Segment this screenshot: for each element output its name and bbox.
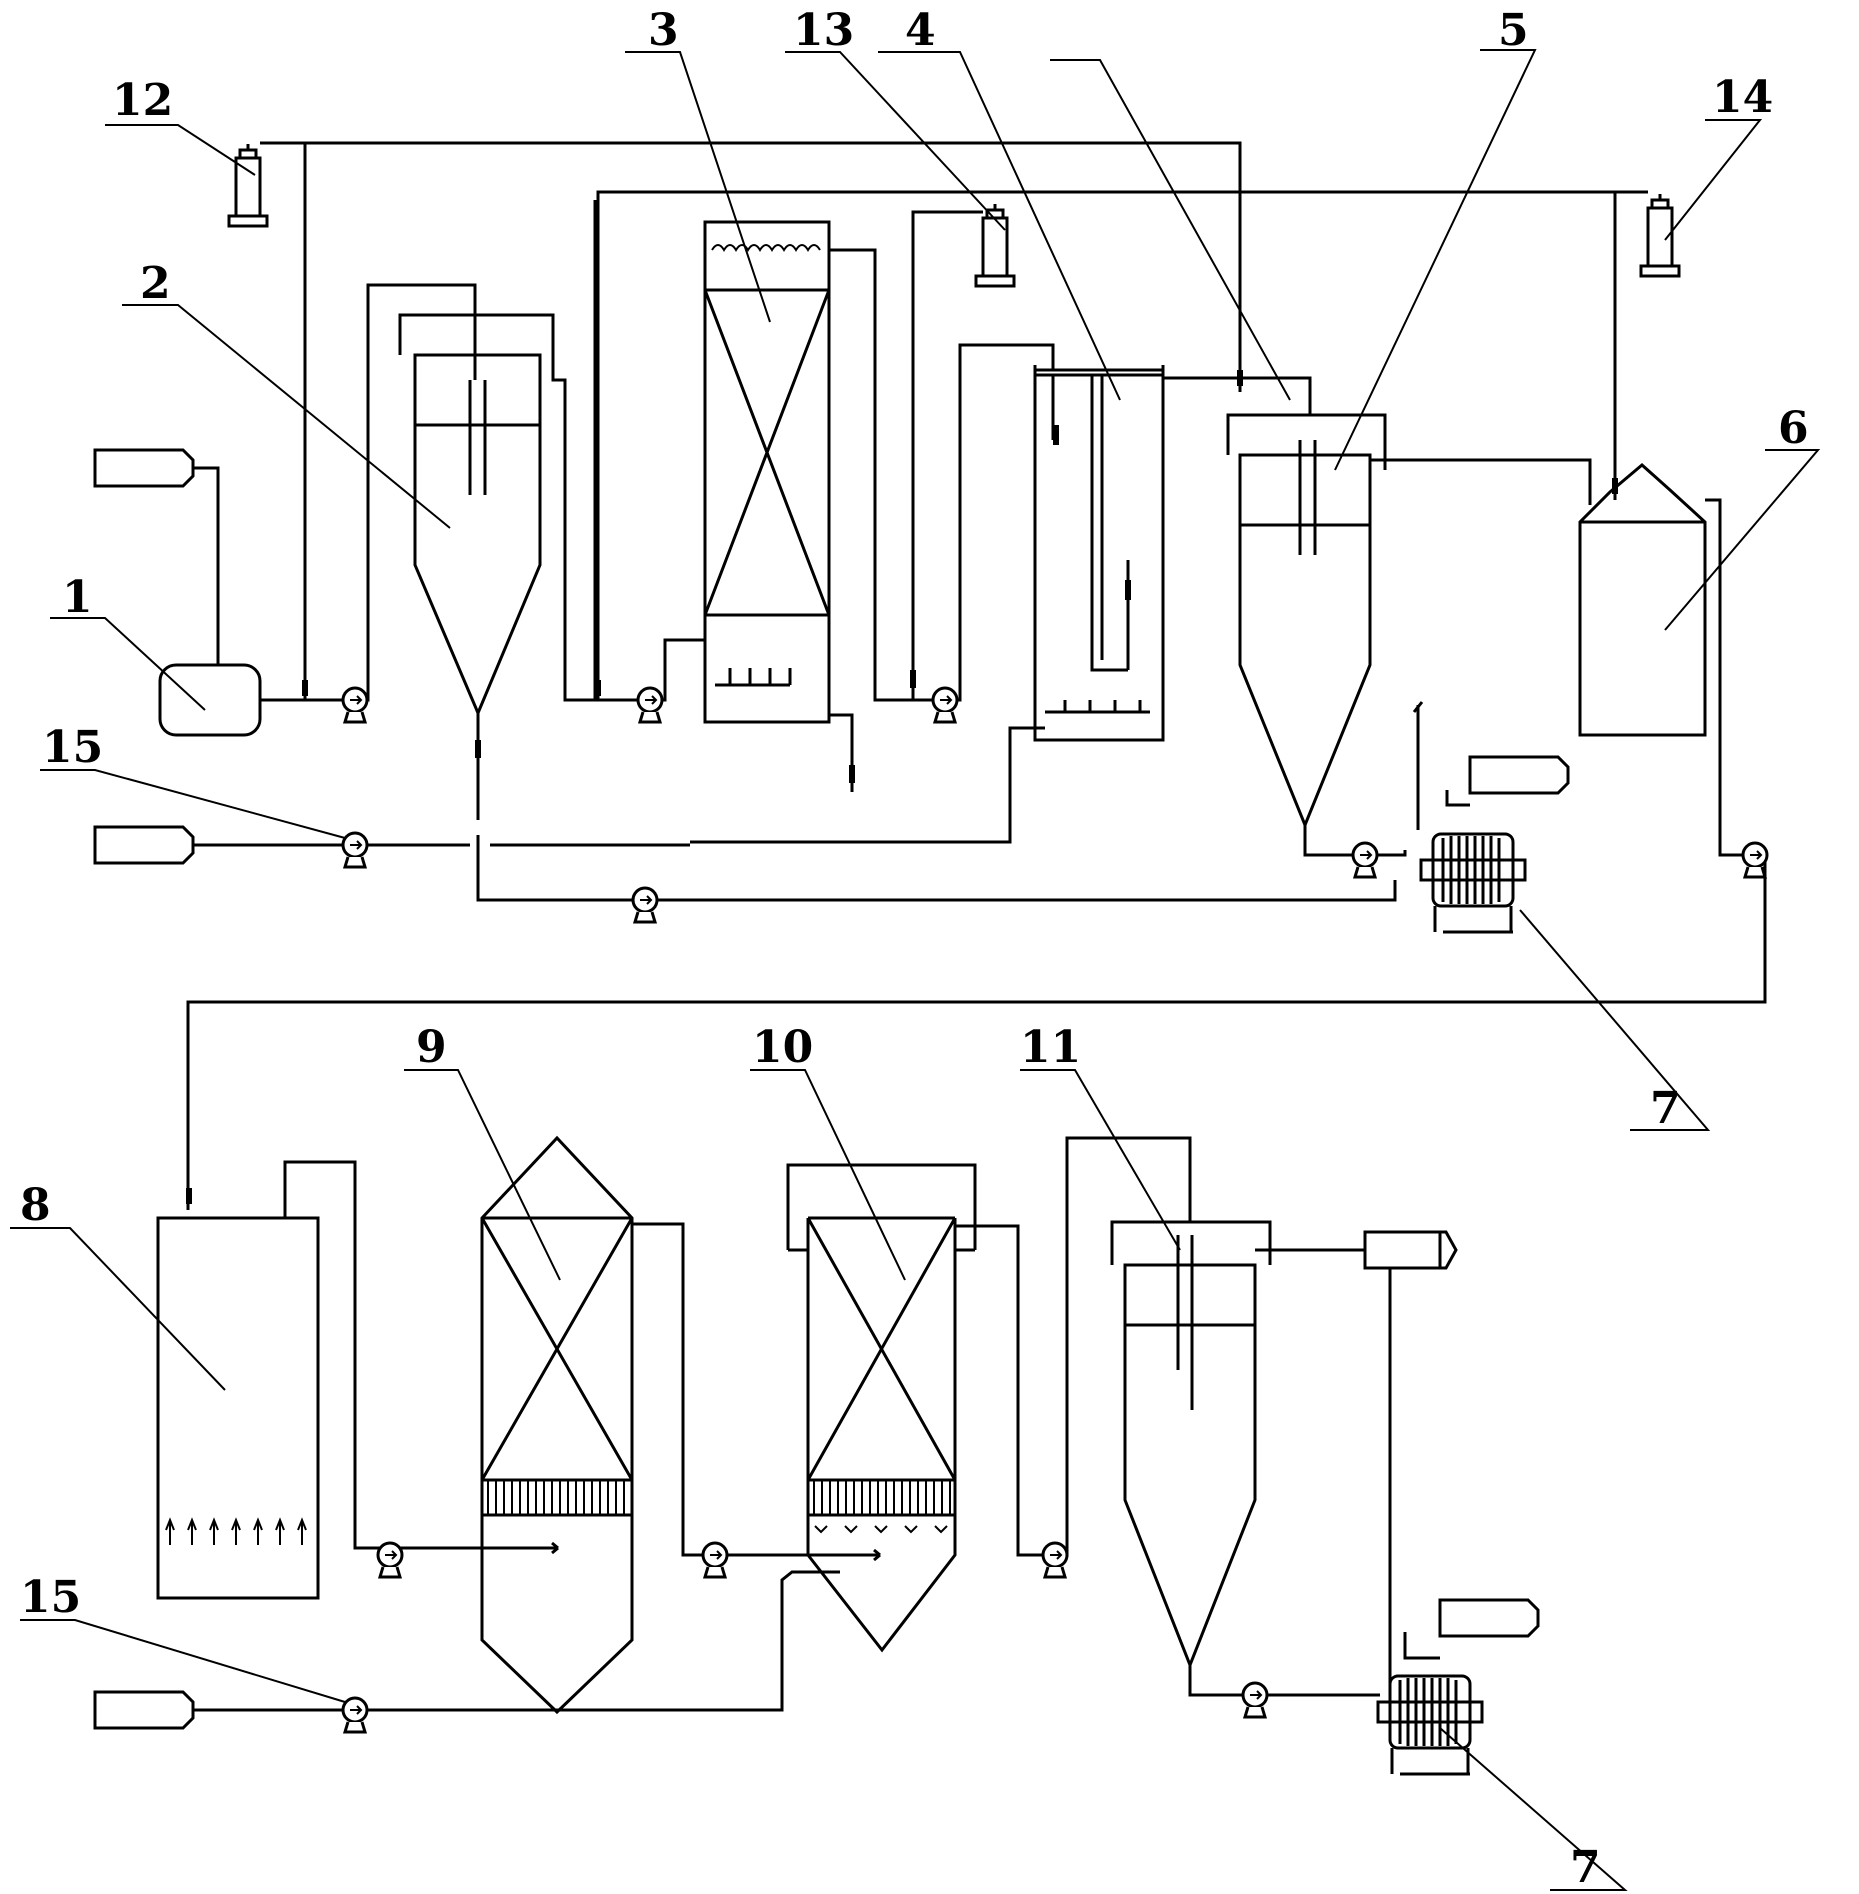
- equipment-labels: 1 2 3 4 5 6 7 8 9 10 11 12 13 14 15 15 7: [20, 5, 1809, 1893]
- aeration-tank-4: [690, 343, 1312, 844]
- label-10: 10: [752, 1022, 813, 1073]
- label-7-bottom: 7: [1570, 1842, 1601, 1893]
- packed-tower-3: [593, 200, 935, 792]
- label-12: 12: [112, 75, 173, 126]
- reactor-column-9: [400, 1135, 705, 1715]
- label-6: 6: [1778, 403, 1809, 454]
- label-15-top: 15: [42, 722, 103, 773]
- reactor-column-10: [720, 1163, 1045, 1653]
- label-8: 8: [20, 1180, 51, 1231]
- leader-lines: [10, 49, 1821, 1891]
- tank-8: [156, 1160, 380, 1600]
- storage-tank-6: [186, 463, 1767, 1210]
- filter-press-bottom: [1265, 1598, 1540, 1776]
- label-2: 2: [140, 258, 171, 309]
- settling-tank-5: [1226, 413, 1592, 857]
- label-11: 11: [1020, 1022, 1081, 1073]
- dosing-cylinder-14: [595, 190, 1681, 700]
- dosing-cylinder-13: [910, 202, 1016, 700]
- label-9: 9: [416, 1022, 447, 1073]
- filter-press-top: [476, 701, 1570, 934]
- settling-tank-11: [1057, 1136, 1458, 1697]
- label-4: 4: [905, 5, 936, 56]
- label-3: 3: [648, 5, 679, 56]
- label-14: 14: [1712, 72, 1773, 123]
- feed-line-15-top: [93, 825, 690, 865]
- label-7-top: 7: [1650, 1083, 1681, 1134]
- feed-line-15-bottom: [93, 1570, 840, 1730]
- label-1: 1: [62, 572, 93, 623]
- label-5: 5: [1498, 5, 1529, 56]
- label-13: 13: [793, 5, 854, 56]
- label-15-bottom: 15: [20, 1572, 81, 1623]
- storage-tank: [93, 448, 345, 737]
